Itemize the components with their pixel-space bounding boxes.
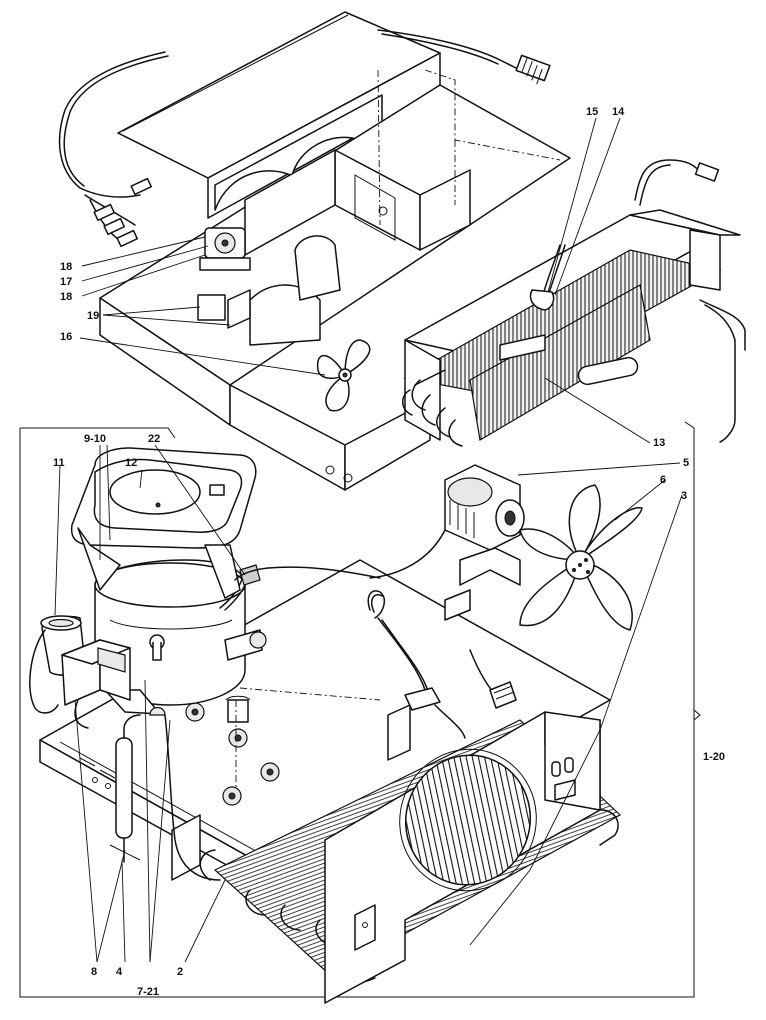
- callout-12: 12: [125, 457, 137, 469]
- evaporator-coil: [402, 159, 746, 447]
- base-plate: [39, 559, 611, 901]
- evaporator-fan-motor: [197, 227, 251, 329]
- callout-5: 5: [683, 457, 689, 469]
- assembly-frame-bracket: [19, 421, 701, 998]
- callout-22: 22: [148, 433, 160, 445]
- callout-15: 15: [586, 106, 598, 118]
- callout-19: 19: [87, 310, 99, 322]
- callout-11: 11: [53, 457, 65, 469]
- callout-4: 4: [116, 966, 123, 978]
- callout-3: 3: [681, 490, 687, 502]
- callout-13: 13: [653, 437, 665, 449]
- condenser-fan-motor: [234, 464, 525, 621]
- callout-14: 14: [612, 106, 625, 118]
- callout-17: 17: [60, 276, 72, 288]
- callout-6: 6: [660, 474, 666, 486]
- callout-leaders: [54, 117, 683, 963]
- callout-labels: 18 17 18 19 16 15 14 13 9-10 22 11 12 5 …: [53, 106, 725, 998]
- callout-8: 8: [91, 966, 97, 978]
- callout-16: 16: [60, 331, 72, 343]
- spade-terminals: [79, 177, 153, 248]
- callout-2: 2: [177, 966, 183, 978]
- condenser-shroud: [324, 711, 601, 1004]
- top-cover: [117, 11, 441, 219]
- refrigerant-lines: [164, 590, 517, 881]
- compressor: [94, 559, 267, 716]
- drain-pan: [70, 447, 257, 599]
- wire-harness-top: [58, 29, 551, 189]
- evaporator-fan-blade: [316, 339, 371, 412]
- callout-1-20: 1-20: [703, 751, 725, 763]
- callout-9-10: 9-10: [84, 433, 106, 445]
- alignment-lines-upper: [377, 69, 561, 226]
- callout-7-21: 7-21: [137, 986, 159, 998]
- callout-18-upper: 18: [60, 261, 72, 273]
- condenser-fan-blade: [519, 484, 643, 631]
- callout-18-lower: 18: [60, 291, 72, 303]
- filter-drier: [109, 714, 141, 863]
- relay-box: [61, 639, 131, 729]
